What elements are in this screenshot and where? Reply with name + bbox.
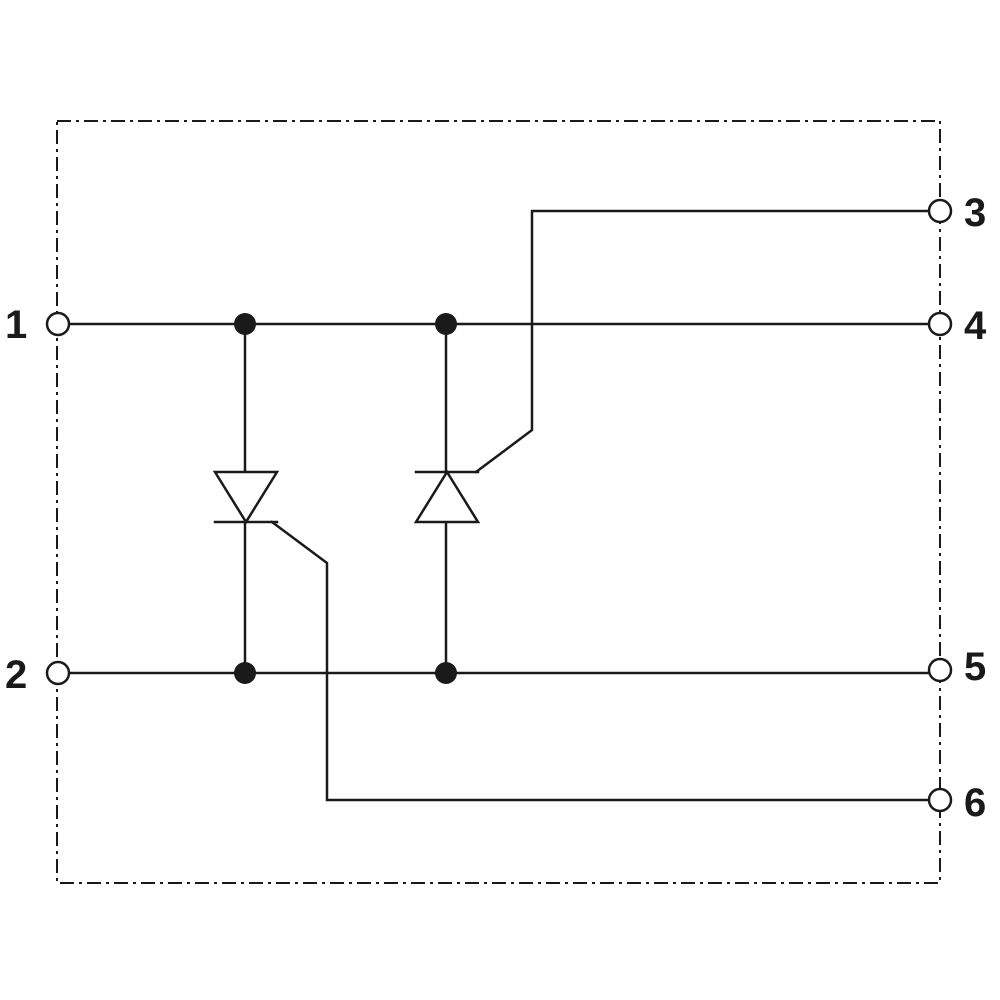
thyristor-right-triangle xyxy=(413,469,481,524)
terminal-2-label: 2 xyxy=(5,653,27,697)
terminal-1 xyxy=(45,311,71,337)
terminal-6-label: 6 xyxy=(964,781,986,825)
terminal-2 xyxy=(45,660,71,686)
junction-dot-top-right xyxy=(435,313,457,335)
terminal-5 xyxy=(927,657,953,683)
thyristor-right xyxy=(413,209,930,524)
terminal-5-label: 5 xyxy=(964,645,986,689)
terminal-4-label: 4 xyxy=(964,304,987,348)
terminal-4 xyxy=(927,311,953,337)
junction-dot-bottom-right xyxy=(435,662,457,684)
thyristor-left xyxy=(212,470,930,802)
terminal-1-label: 1 xyxy=(5,303,27,347)
thyristor-right-gate-lead xyxy=(474,209,930,474)
terminal-3 xyxy=(927,198,953,224)
junction-dot-bottom-left xyxy=(234,662,256,684)
module-outline xyxy=(56,120,941,884)
thyristor-left-gate-lead xyxy=(270,520,930,802)
terminal-3-label: 3 xyxy=(964,191,986,235)
terminal-6 xyxy=(927,787,953,813)
thyristor-left-triangle xyxy=(212,470,280,525)
junction-dot-top-left xyxy=(234,313,256,335)
